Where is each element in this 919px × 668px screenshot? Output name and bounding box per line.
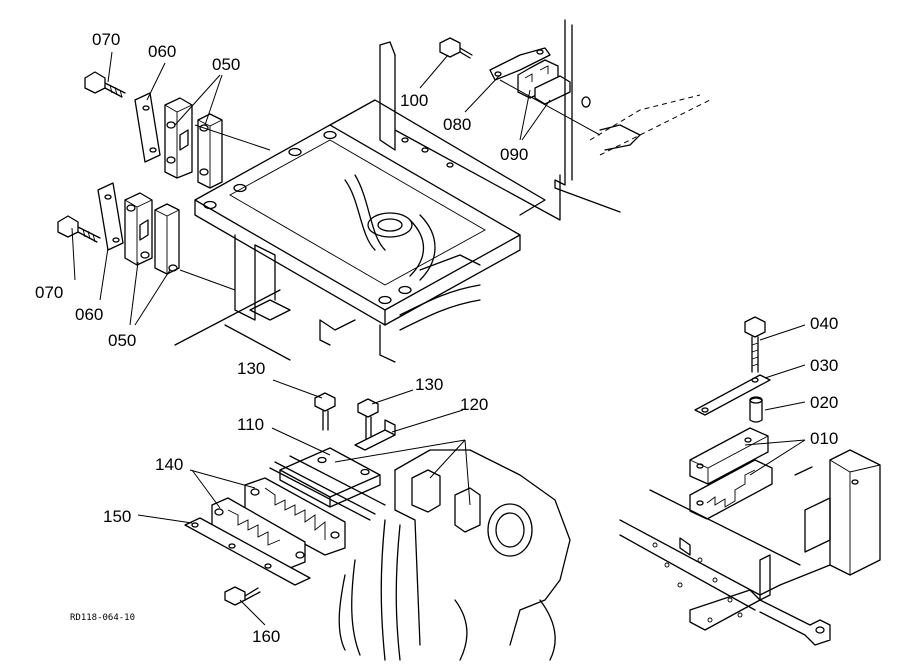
lower-right-assembly: [619, 316, 881, 646]
callout-020: 020: [810, 393, 838, 412]
callout-140: 140: [155, 455, 183, 474]
callout-130-left: 130: [237, 359, 265, 378]
callout-100: 100: [400, 91, 428, 110]
callout-120: 120: [460, 395, 488, 414]
callout-030: 030: [810, 356, 838, 375]
callout-090: 090: [500, 145, 528, 164]
callout-050-upper: 050: [212, 55, 240, 74]
leader-lines: [71, 51, 806, 626]
upper-right-clamps: [439, 19, 711, 213]
callout-060-upper: 060: [148, 42, 176, 61]
callouts: 070 060 050 070 060 050 100 080 090 130 …: [35, 30, 838, 646]
callout-110: 110: [237, 415, 264, 434]
callout-050-lower: 050: [108, 331, 136, 350]
lower-left-clamps: [57, 182, 180, 275]
callout-040: 040: [810, 314, 838, 333]
callout-130-right: 130: [415, 375, 443, 394]
callout-160: 160: [252, 627, 280, 646]
lower-bracket-assembly: [184, 392, 571, 661]
upper-frame-assembly: [174, 41, 561, 363]
upper-left-clamps: [84, 71, 223, 189]
callout-150: 150: [103, 507, 131, 526]
callout-060-lower: 060: [75, 305, 103, 324]
callout-080: 080: [443, 115, 471, 134]
reference-code: RD118-064-10: [70, 613, 135, 623]
callout-070-upper: 070: [92, 30, 120, 49]
callout-010: 010: [810, 429, 838, 448]
callout-070-lower: 070: [35, 283, 63, 302]
